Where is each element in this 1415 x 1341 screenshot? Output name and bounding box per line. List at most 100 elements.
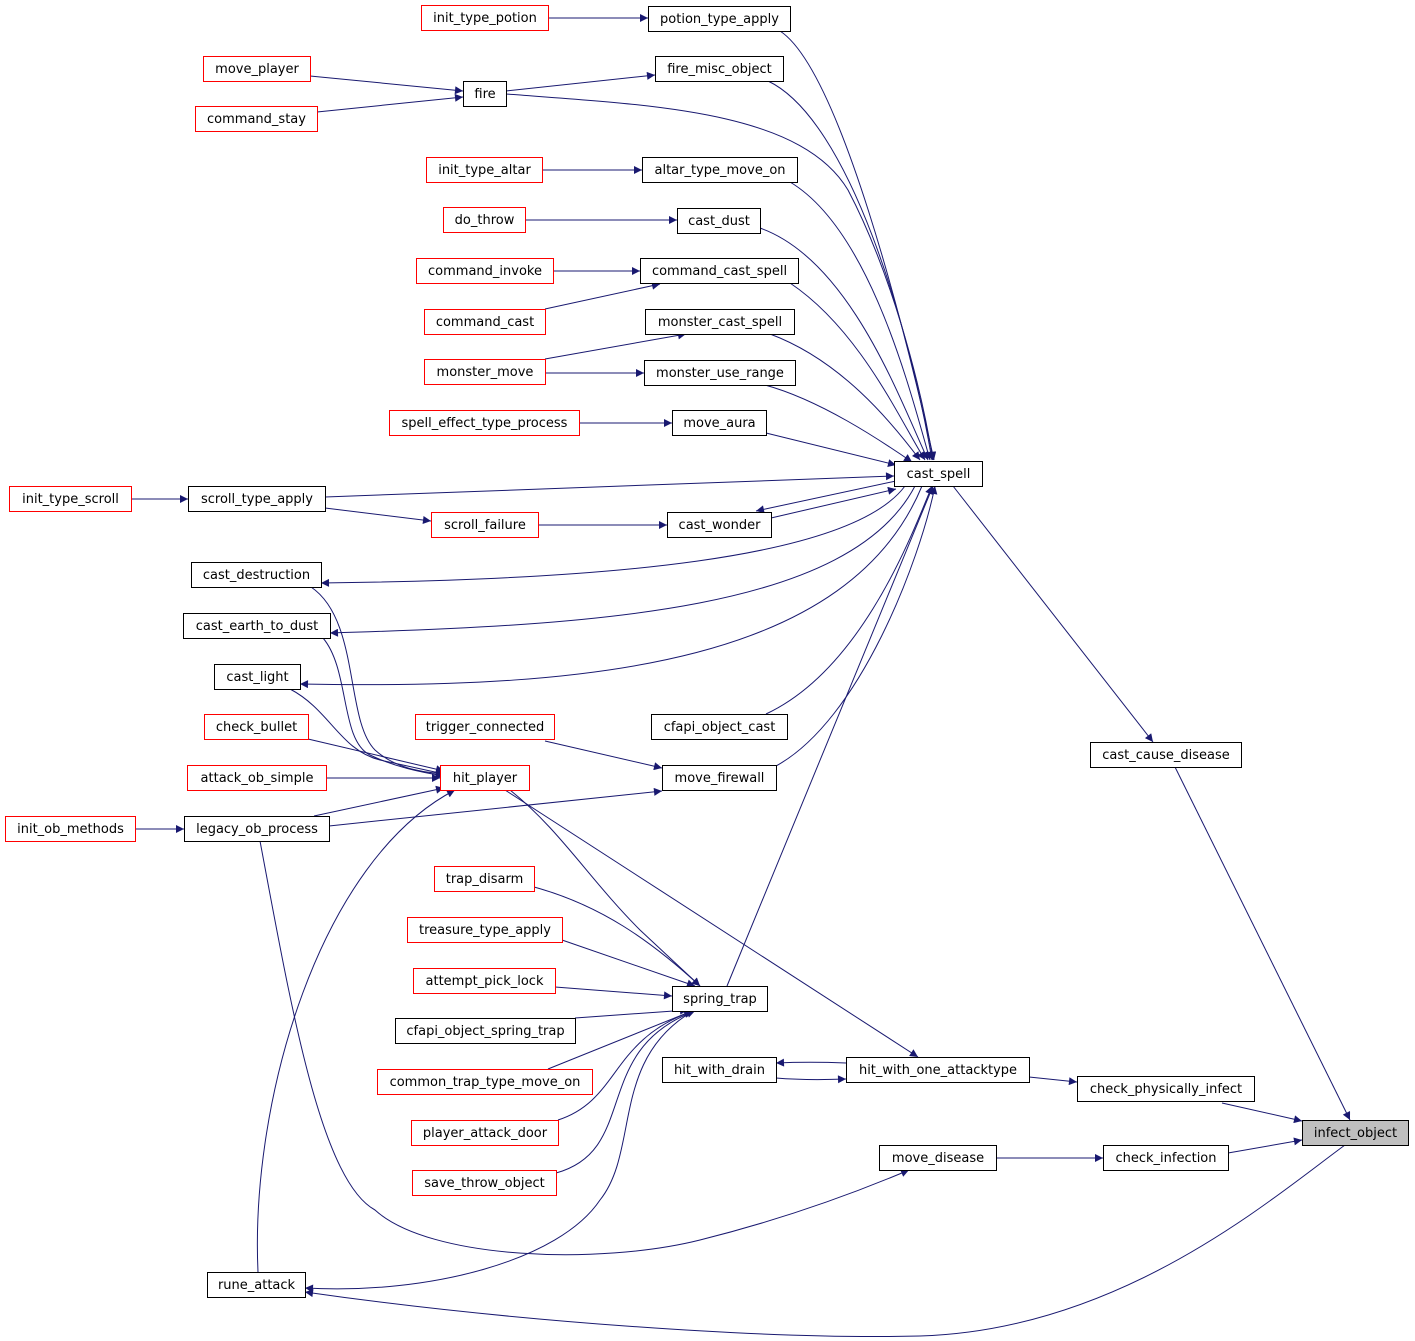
node-cfapi-object-cast[interactable]: cfapi_object_cast (651, 714, 788, 740)
node-scroll-type-apply[interactable]: scroll_type_apply (188, 486, 326, 512)
edge-monster_use_range-to-cast_spell (764, 384, 913, 463)
edge-cfapi_object_spring_trap-to-spring_trap (574, 1006, 689, 1019)
edge-cast_spell-to-cast_cause_disease (952, 485, 1154, 743)
node-cast-earth-to-dust[interactable]: cast_earth_to_dust (183, 613, 331, 639)
node-label: init_type_altar (438, 163, 531, 178)
node-box (667, 512, 772, 538)
node-box (421, 5, 549, 31)
node-legacy-ob-process[interactable]: legacy_ob_process (184, 816, 330, 842)
node-label: command_invoke (428, 264, 542, 279)
node-spring-trap[interactable]: spring_trap (672, 986, 768, 1012)
node-box (207, 1272, 306, 1298)
node-label: move_player (215, 62, 299, 77)
node-label: spring_trap (683, 992, 757, 1007)
node-box (9, 486, 132, 512)
node-label: trigger_connected (426, 720, 544, 735)
node-label: scroll_failure (444, 518, 526, 533)
node-box (411, 1120, 559, 1146)
node-common-trap-type-move-on[interactable]: common_trap_type_move_on (377, 1069, 593, 1095)
edge-cast_spell-to-cast_destruction (320, 485, 906, 587)
node-move-aura[interactable]: move_aura (672, 410, 767, 436)
node-cast-spell[interactable]: cast_spell (894, 461, 983, 487)
node-box (640, 258, 799, 284)
edge-spring_trap-to-rune_attack (304, 1010, 694, 1293)
node-hit-with-one-attacktype[interactable]: hit_with_one_attacktype (846, 1057, 1030, 1083)
edge-rune_attack-to-hit_player (256, 789, 456, 1273)
node-label: command_stay (207, 112, 306, 127)
node-box (412, 1170, 557, 1196)
node-move-firewall[interactable]: move_firewall (662, 765, 777, 791)
edge-move_firewall-to-cast_spell (775, 485, 938, 767)
nodes-layer: init_type_potion potion_type_apply move_pl… (5, 5, 1409, 1298)
node-monster-use-range[interactable]: monster_use_range (644, 360, 796, 386)
node-box (195, 106, 318, 132)
node-check-infection[interactable]: check_infection (1103, 1145, 1229, 1171)
node-check-bullet[interactable]: check_bullet (204, 714, 309, 740)
node-box (204, 714, 309, 740)
node-box (879, 1145, 997, 1171)
node-move-disease[interactable]: move_disease (879, 1145, 997, 1171)
node-label: check_bullet (216, 720, 297, 735)
node-label: move_firewall (675, 771, 765, 786)
node-cast-light[interactable]: cast_light (214, 664, 301, 690)
node-cast-dust[interactable]: cast_dust (677, 208, 761, 234)
node-trap-disarm[interactable]: trap_disarm (434, 866, 535, 892)
node-rune-attack[interactable]: rune_attack (207, 1272, 306, 1298)
node-box (187, 765, 327, 791)
node-player-attack-door[interactable]: player_attack_door (411, 1120, 559, 1146)
node-box (642, 157, 798, 183)
node-check-physically-infect[interactable]: check_physically_infect (1077, 1076, 1255, 1102)
node-box (1302, 1120, 1409, 1146)
edge-cast_wonder-to-cast_spell (770, 486, 897, 519)
edge-check_infection-to-infect_object (1227, 1137, 1303, 1154)
edge-save_throw_object-to-spring_trap (555, 1010, 696, 1174)
node-do-throw[interactable]: do_throw (443, 207, 526, 233)
node-scroll-failure[interactable]: scroll_failure (431, 512, 539, 538)
node-box (651, 714, 788, 740)
node-attempt-pick-lock[interactable]: attempt_pick_lock (413, 968, 556, 994)
edge-hit_player-to-spring_trap (509, 789, 701, 987)
node-cast-wonder[interactable]: cast_wonder (667, 512, 772, 538)
node-box (214, 664, 301, 690)
node-label: monster_move (437, 365, 534, 380)
node-label: move_aura (683, 416, 755, 431)
node-label: player_attack_door (423, 1126, 548, 1141)
node-save-throw-object[interactable]: save_throw_object (412, 1170, 557, 1196)
node-hit-player[interactable]: hit_player (440, 765, 530, 791)
node-cast-cause-disease[interactable]: cast_cause_disease (1090, 742, 1242, 768)
node-fire-misc-object[interactable]: fire_misc_object (655, 56, 784, 82)
node-label: hit_player (453, 771, 518, 786)
node-spell-effect-type-process[interactable]: spell_effect_type_process (389, 410, 580, 436)
edge-common_trap_type_move_on-to-spring_trap (547, 1010, 693, 1070)
node-box (424, 309, 546, 335)
node-box (662, 1057, 777, 1083)
node-box (389, 410, 580, 436)
node-cfapi-object-spring-trap[interactable]: cfapi_object_spring_trap (395, 1018, 576, 1044)
node-command-cast[interactable]: command_cast (424, 309, 546, 335)
node-init-type-scroll[interactable]: init_type_scroll (9, 486, 132, 512)
node-command-cast-spell[interactable]: command_cast_spell (640, 258, 799, 284)
node-label: init_type_scroll (22, 492, 119, 507)
node-potion-type-apply[interactable]: potion_type_apply (648, 6, 791, 32)
edge-command_cast-to-command_cast_spell (544, 281, 661, 310)
node-init-type-potion[interactable]: init_type_potion (421, 5, 549, 31)
node-cast-destruction[interactable]: cast_destruction (191, 562, 322, 588)
node-command-stay[interactable]: command_stay (195, 106, 318, 132)
edge-spring_trap-to-cast_spell (726, 485, 934, 987)
node-fire[interactable]: fire (463, 81, 507, 107)
node-command-invoke[interactable]: command_invoke (416, 258, 554, 284)
node-monster-move[interactable]: monster_move (424, 359, 546, 385)
node-treasure-type-apply[interactable]: treasure_type_apply (407, 917, 563, 943)
node-label: rune_attack (218, 1278, 296, 1293)
node-init-type-altar[interactable]: init_type_altar (426, 157, 543, 183)
node-monster-cast-spell[interactable]: monster_cast_spell (645, 309, 795, 335)
node-trigger-connected[interactable]: trigger_connected (415, 714, 555, 740)
node-hit-with-drain[interactable]: hit_with_drain (662, 1057, 777, 1083)
node-altar-type-move-on[interactable]: altar_type_move_on (642, 157, 798, 183)
node-attack-ob-simple[interactable]: attack_ob_simple (187, 765, 327, 791)
node-init-ob-methods[interactable]: init_ob_methods (5, 816, 136, 842)
edge-legacy_ob_process-to-move_firewall (328, 787, 663, 827)
node-box (463, 81, 507, 107)
node-move-player[interactable]: move_player (203, 56, 311, 82)
